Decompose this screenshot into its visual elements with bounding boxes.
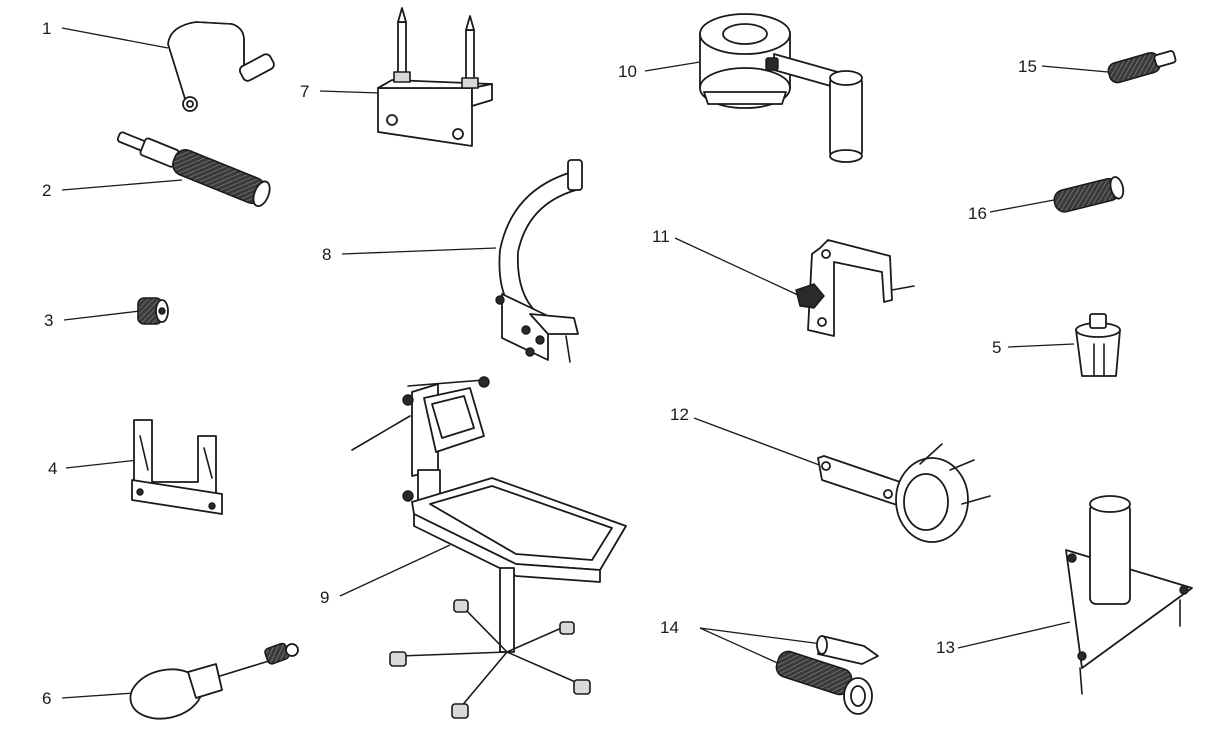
leader-1: [61, 27, 169, 49]
leader-3: [63, 310, 141, 321]
tool-6-strap-wrench: [129, 642, 299, 720]
tool-4-fork: [131, 419, 223, 515]
leader-12: [693, 417, 823, 467]
tool-9-engine-stand: [351, 376, 627, 719]
tool-13-tripod-base: [1065, 495, 1193, 695]
callout-5: 5: [992, 338, 1001, 357]
callout-12: 12: [670, 405, 689, 424]
leader-7: [319, 90, 381, 94]
leader-11: [674, 237, 799, 296]
callout-4: 4: [48, 459, 57, 478]
callout-10: 10: [618, 62, 637, 81]
leader-6: [61, 692, 135, 699]
tool-14-drift-pins: [775, 635, 879, 715]
callout-7: 7: [300, 82, 309, 101]
tool-5-slotted-sleeve: [1075, 313, 1121, 377]
leader-4: [65, 459, 139, 469]
callout-3: 3: [44, 311, 53, 330]
callout-2: 2: [42, 181, 51, 200]
tool-11-hook-gauge: [795, 239, 915, 337]
callout-9: 9: [320, 588, 329, 607]
callout-16: 16: [968, 204, 987, 223]
leader-10: [644, 61, 701, 72]
leader-14b: [699, 627, 783, 666]
tool-7-pin-plate: [377, 7, 493, 147]
tool-1-crank-wrench: [167, 21, 275, 112]
tool-3-bushing: [137, 297, 169, 325]
tool-8-arc-bracket: [495, 159, 583, 363]
leader-16: [989, 199, 1055, 213]
callout-11: 11: [652, 227, 670, 246]
tool-10-socket-wrench: [699, 13, 863, 163]
leader-5: [1007, 343, 1075, 348]
tool-12-ring-pins: [817, 443, 991, 543]
callout-15: 15: [1018, 57, 1037, 76]
tool-15-threaded-adapter: [1107, 50, 1177, 84]
leader-lines: [61, 27, 1109, 699]
tool-16-knurled-pin: [1053, 176, 1125, 213]
callout-8: 8: [322, 245, 331, 264]
leader-13: [957, 621, 1071, 649]
callout-6: 6: [42, 689, 51, 708]
callout-13: 13: [936, 638, 955, 657]
leader-15: [1041, 65, 1109, 73]
leader-8: [341, 247, 497, 255]
tool-2-knurled-punch: [116, 131, 271, 208]
leader-2: [61, 179, 183, 191]
callout-14: 14: [660, 618, 679, 637]
callout-1: 1: [42, 19, 51, 38]
leader-14a: [699, 627, 823, 645]
leader-9: [339, 544, 451, 597]
